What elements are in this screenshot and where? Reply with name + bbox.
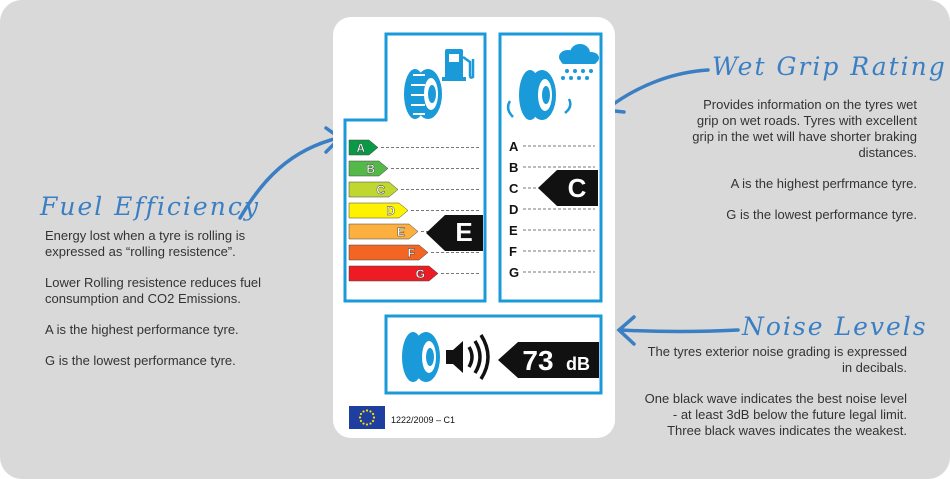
wet-grade-label: C — [509, 181, 519, 196]
wet-paragraph: Provides information on the tyres wet gr… — [692, 97, 917, 160]
eu-star — [371, 419, 375, 423]
eu-flag-icon — [349, 406, 385, 429]
fuel-efficiency-description: Energy lost when a tyre is rolling is ex… — [45, 228, 295, 384]
noise-tyre-icon — [402, 332, 440, 382]
wet-arrow — [606, 68, 710, 110]
fuel-rating-value: E — [455, 217, 472, 247]
eu-star — [359, 412, 363, 416]
tyre-icon — [404, 69, 442, 119]
fuel-grade-bar — [348, 181, 399, 198]
fuel-paragraph: Energy lost when a tyre is rolling is ex… — [45, 228, 246, 259]
fuel-grade-bar — [348, 160, 389, 177]
eu-star — [359, 419, 363, 423]
wet-grade-label: G — [509, 265, 519, 280]
noise-unit: dB — [566, 354, 590, 374]
fuel-grade-label: C — [376, 183, 385, 197]
wet-grade-label: E — [509, 223, 518, 238]
noise-value-pointer: 73 dB — [498, 342, 599, 378]
fuel-grade-bar — [348, 202, 409, 219]
wet-rating-pointer: C — [538, 170, 598, 206]
fuel-efficiency-title: Fuel Efficiency — [40, 192, 260, 221]
wet-panel-frame — [498, 32, 603, 303]
wet-paragraph: G is the lowest performance tyre. — [726, 207, 917, 222]
speaker-icon — [446, 341, 463, 373]
noise-arrow-head — [616, 315, 636, 346]
fuel-paragraph: G is the lowest performance tyre. — [45, 353, 236, 368]
wet-grade-label: A — [509, 139, 519, 154]
noise-levels-description: The tyres exterior noise grading is expr… — [640, 344, 907, 454]
eu-star — [369, 410, 372, 413]
noise-arrow — [618, 328, 740, 334]
noise-levels-title: Noise Levels — [742, 312, 928, 341]
fuel-grade-label: G — [416, 267, 425, 281]
fuel-paragraph: A is the highest performance tyre. — [45, 322, 239, 337]
eu-star — [362, 422, 365, 425]
eu-star — [365, 409, 369, 412]
fuel-grade-bar — [348, 139, 379, 156]
eu-star — [362, 410, 365, 413]
wet-tyre-icon — [506, 70, 572, 120]
wet-grade-label: B — [509, 160, 518, 175]
eu-star — [372, 416, 376, 419]
fuel-arrow — [238, 136, 340, 220]
noise-paragraph: One black wave indicates the best noise … — [644, 391, 907, 438]
rain-cloud-icon — [559, 44, 599, 80]
noise-paragraph: The tyres exterior noise grading is expr… — [647, 344, 907, 375]
fuel-grade-bar — [348, 244, 429, 261]
wet-rating-value: C — [568, 173, 587, 203]
fuel-grade-label: A — [356, 141, 365, 155]
fuel-rating-pointer: E — [426, 215, 483, 251]
eu-star — [358, 416, 362, 419]
regulation-text: 1222/2009 – C1 — [391, 415, 455, 425]
fuel-grade-label: B — [366, 162, 375, 176]
fuel-grade-bar — [348, 265, 439, 282]
wet-paragraph: A is the highest perfrmance tyre. — [730, 176, 917, 191]
fuel-panel-frame — [343, 32, 487, 303]
noise-value: 73 — [522, 345, 553, 376]
fuel-grade-label: F — [408, 246, 415, 260]
noise-panel-frame — [384, 314, 603, 395]
fuel-grade-bar — [348, 223, 419, 240]
fuel-paragraph: Lower Rolling resistence reduces fuel co… — [45, 275, 262, 306]
fuel-grade-label: D — [386, 204, 395, 218]
fuel-pump-icon — [442, 49, 475, 81]
eu-star — [369, 422, 372, 425]
eu-star — [371, 412, 375, 416]
wet-grade-label: D — [509, 202, 518, 217]
noise-waves-icon — [467, 334, 490, 380]
fuel-grade-label: E — [397, 225, 405, 239]
wet-grip-title: Wet Grip Rating — [712, 52, 947, 81]
wet-grip-description: Provides information on the tyres wet gr… — [682, 97, 917, 238]
eu-star — [365, 423, 369, 426]
wet-grade-label: F — [509, 244, 517, 259]
